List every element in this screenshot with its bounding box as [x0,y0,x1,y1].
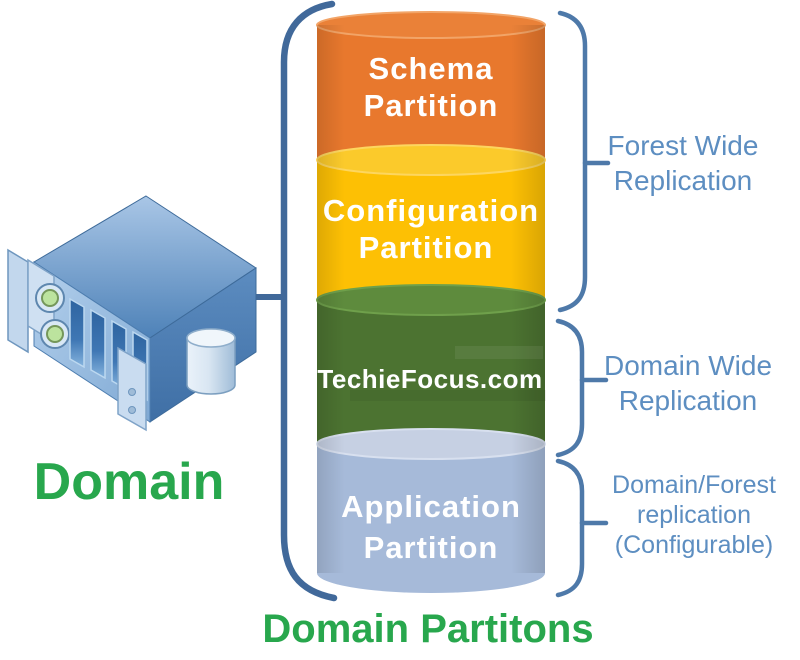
forest-wide-brace [557,10,588,313]
database-cylinder-body [186,337,236,395]
forest-wide-label-line1: Forest Wide [608,130,759,161]
replication-braces [555,10,611,598]
replication-labels: Forest Wide Replication Domain Wide Repl… [604,130,776,559]
server-led-green-1 [41,289,59,307]
domain-caption: Domain [34,453,225,511]
cylinder-side-shading [317,25,545,573]
partition-cylinder: Schema Partition Configuration Partition… [316,11,546,593]
server-vent-slot-1 [69,297,85,369]
server-left-plate [7,248,29,354]
forest-wide-label-line2: Replication [614,165,753,196]
database-cylinder-top [186,328,236,348]
server-icon [7,195,257,432]
watermark-artifact-2 [350,390,546,401]
domain-wide-brace [555,318,585,458]
application-partition-label-line2: Partition [364,530,499,565]
domain-partition-watermark-label: TechieFocus.com [317,364,542,394]
domain-forest-label-line2: replication [637,501,751,529]
schema-partition-label-line2: Partition [364,88,499,123]
domain-forest-label-line1: Domain/Forest [612,471,776,499]
server-led-green-2 [46,325,64,343]
domain-forest-label-line3: (Configurable) [615,531,773,559]
schema-partition-label-line1: Schema [369,51,494,86]
domain-wide-label-line1: Domain Wide [604,350,772,381]
domain-partitions-caption: Domain Partitons [262,607,593,651]
domain-wide-label-line2: Replication [619,385,758,416]
server-screw-1 [128,388,136,396]
configuration-partition-label-line2: Partition [359,230,494,265]
left-bracket [254,0,338,602]
configuration-partition-label-line1: Configuration [323,193,539,228]
server-screw-2 [128,406,136,414]
server-vent-slot-2 [90,308,106,380]
watermark-artifact-1 [455,346,543,359]
domain-forest-brace [555,458,585,598]
application-partition-label-line1: Application [341,489,521,524]
